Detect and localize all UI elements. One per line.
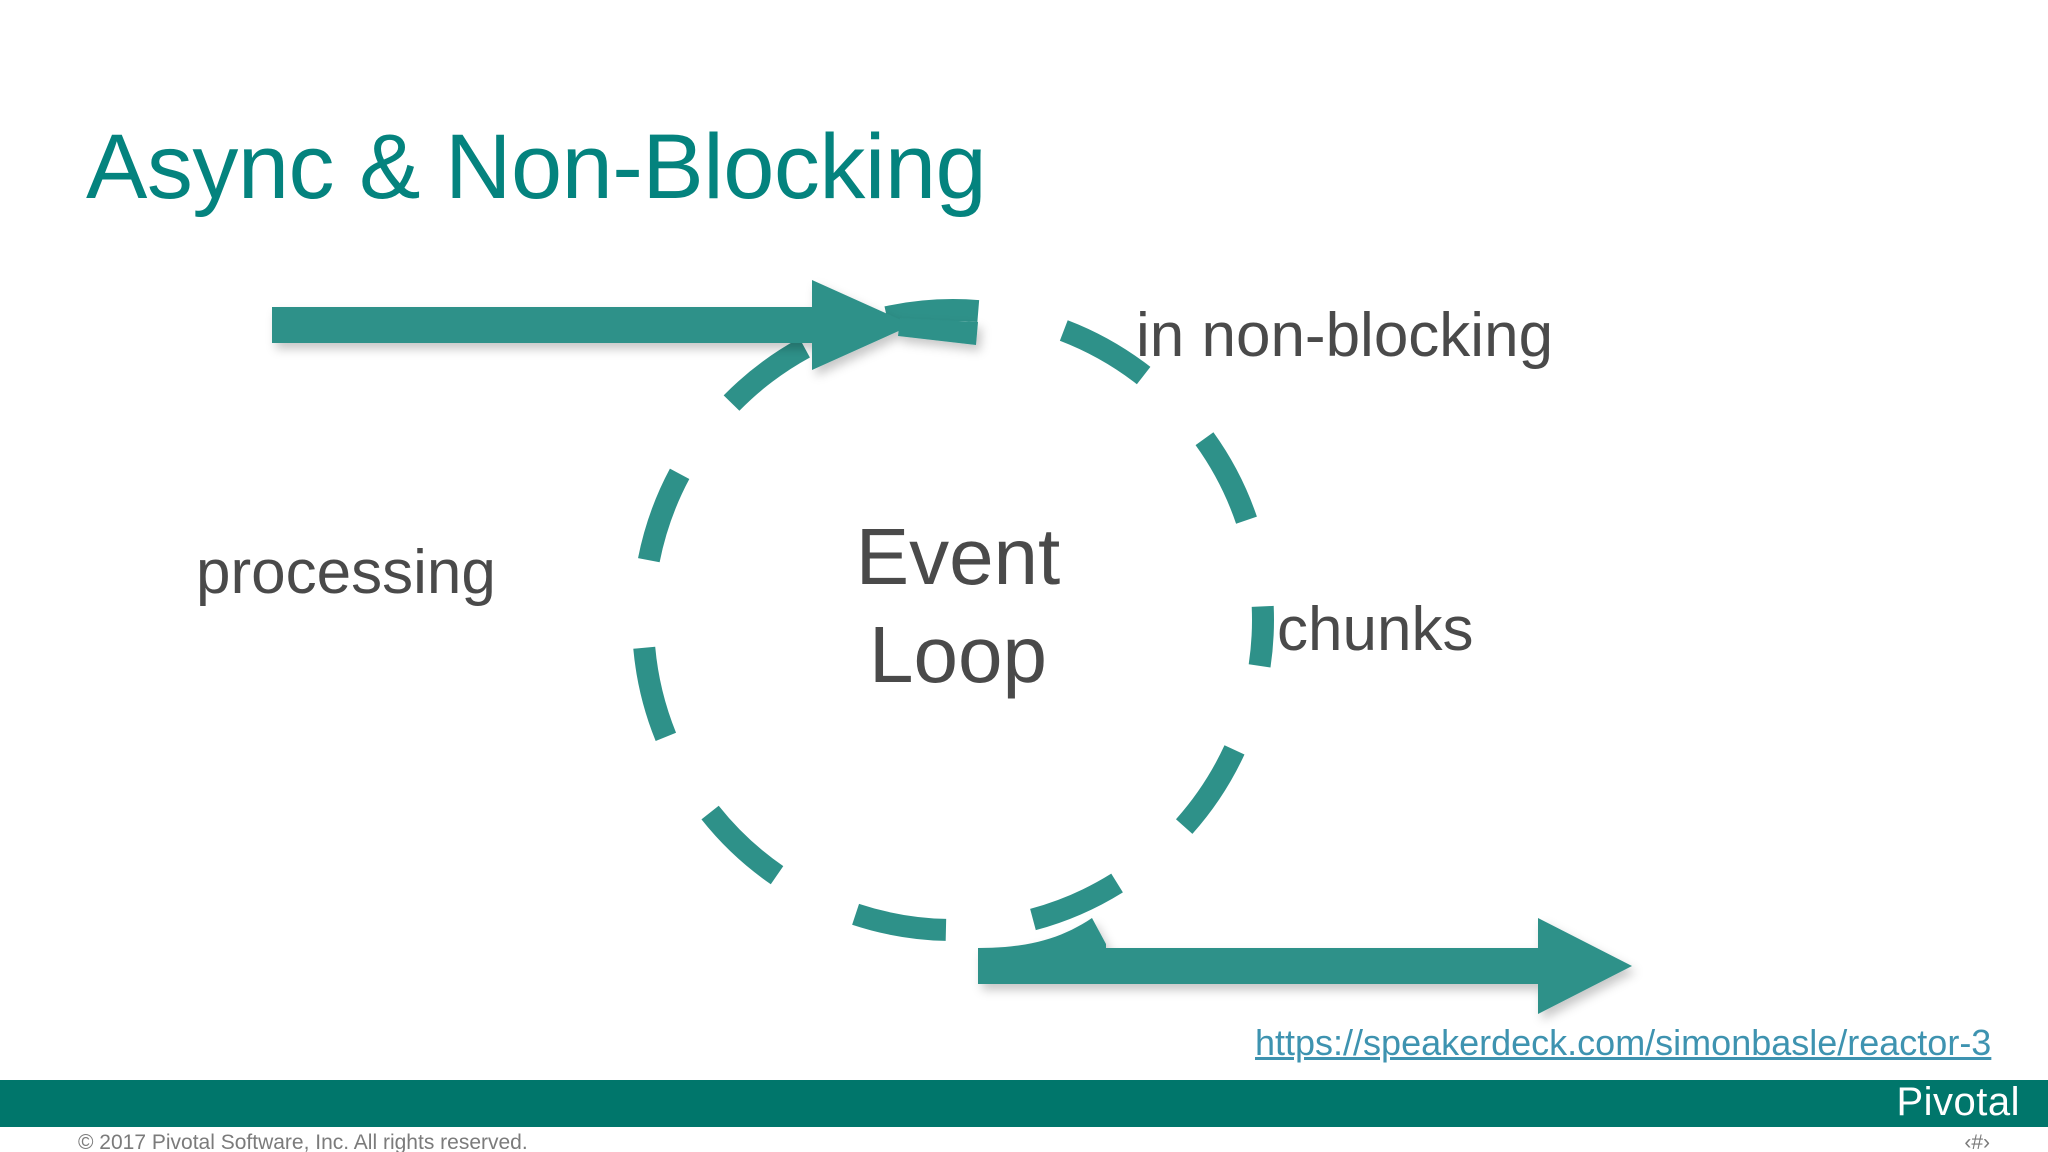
outgoing-arrow [978, 918, 1632, 1014]
pivotal-logo: Pivotal [1896, 1080, 2020, 1124]
page-title: Async & Non-Blocking [86, 115, 987, 218]
footer-bar [0, 1080, 2048, 1127]
label-in-non-blocking: in non-blocking [1136, 301, 1554, 370]
slide-number: ‹#› [1964, 1131, 1990, 1152]
label-processing: processing [196, 538, 496, 607]
label-event-loop: Event Loop [855, 512, 1061, 699]
label-chunks: chunks [1277, 595, 1474, 664]
source-link[interactable]: https://speakerdeck.com/simonbasle/react… [1255, 1022, 1992, 1063]
copyright-text: © 2017 Pivotal Software, Inc. All rights… [78, 1131, 528, 1152]
incoming-arrow [272, 280, 978, 370]
